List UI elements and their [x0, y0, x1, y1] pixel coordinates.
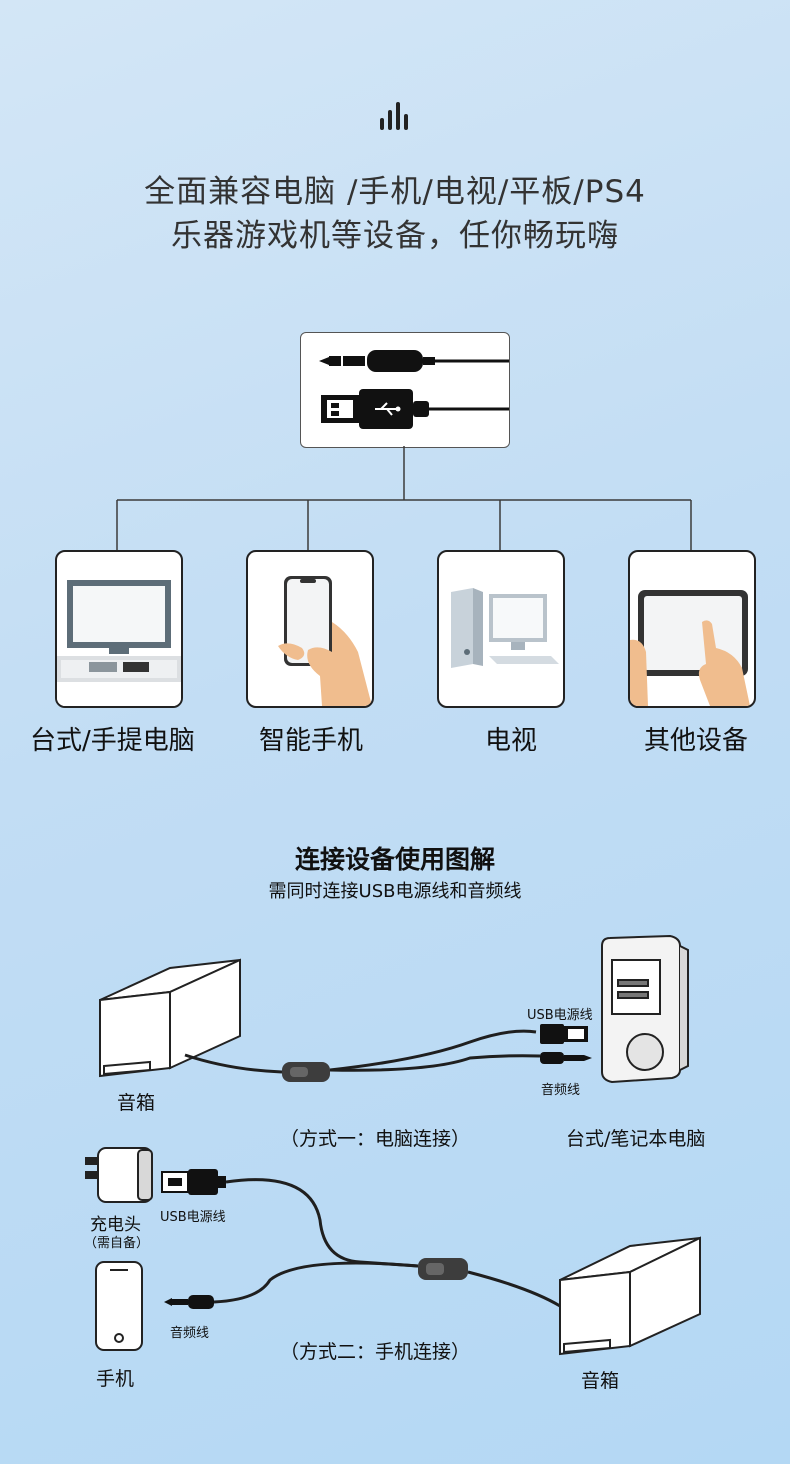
- method2-charger-label: 充电头: [90, 1215, 141, 1235]
- smartphone-in-hand-icon: [278, 576, 372, 706]
- usb-plug-icon: [540, 1024, 588, 1044]
- speaker-icon: [99, 958, 241, 1078]
- method2-speaker-label: 音箱: [581, 1370, 620, 1392]
- method1-speaker-label: 音箱: [117, 1092, 156, 1114]
- inline-controller-icon: [418, 1258, 468, 1280]
- pc-tower-icon: [601, 934, 689, 1084]
- audio-jack-icon: [164, 1295, 214, 1309]
- connection-title: 连接设备使用图解: [294, 845, 495, 874]
- device-label-desktop: 电视: [485, 726, 538, 756]
- tablet-in-hands-icon: [630, 590, 750, 706]
- sound-bars-icon: [380, 102, 408, 130]
- method1-audio-label: 音频线: [541, 1083, 581, 1098]
- method2-phone-label: 手机: [96, 1368, 135, 1390]
- connection-diagram: [85, 934, 701, 1356]
- method2-audio-label: 音频线: [170, 1326, 210, 1341]
- desktop-computer-icon: [451, 588, 559, 668]
- phone-icon: [95, 1261, 143, 1351]
- cable-box: [300, 332, 510, 448]
- method1-usb-label: USB电源线: [527, 1008, 593, 1023]
- tv-monitor-icon: [57, 580, 181, 706]
- device-label-pc: 台式/手提电脑: [30, 726, 195, 756]
- device-card-other: [628, 550, 756, 708]
- speaker-icon: [559, 1236, 701, 1356]
- method2-charger-note: （需自备）: [84, 1236, 150, 1251]
- audio-jack-icon: [540, 1052, 592, 1064]
- method1-pc-label: 台式/笔记本电脑: [566, 1128, 706, 1150]
- charger-icon: [85, 1147, 153, 1203]
- device-label-other: 其他设备: [644, 726, 749, 756]
- tree-connector: [116, 446, 692, 550]
- method2-caption: （方式二：手机连接）: [280, 1341, 471, 1363]
- usb-plug-icon: [161, 1169, 226, 1195]
- inline-controller-icon: [282, 1062, 330, 1082]
- usb-plug-icon: [321, 389, 509, 429]
- device-card-desktop: [437, 550, 565, 708]
- method2-usb-label: USB电源线: [160, 1210, 226, 1225]
- connection-subtitle: 需同时连接USB电源线和音频线: [268, 881, 522, 902]
- audio-jack-icon: [319, 350, 509, 372]
- method1-caption: （方式一：电脑连接）: [280, 1128, 471, 1150]
- device-card-phone: [246, 550, 374, 708]
- headline-line-1: 全面兼容电脑 /手机/电视/平板/PS4: [144, 174, 646, 210]
- headline-line-2: 乐器游戏机等设备，任你畅玩嗨: [171, 218, 619, 254]
- device-card-pc: [55, 550, 183, 708]
- device-label-phone: 智能手机: [259, 726, 364, 756]
